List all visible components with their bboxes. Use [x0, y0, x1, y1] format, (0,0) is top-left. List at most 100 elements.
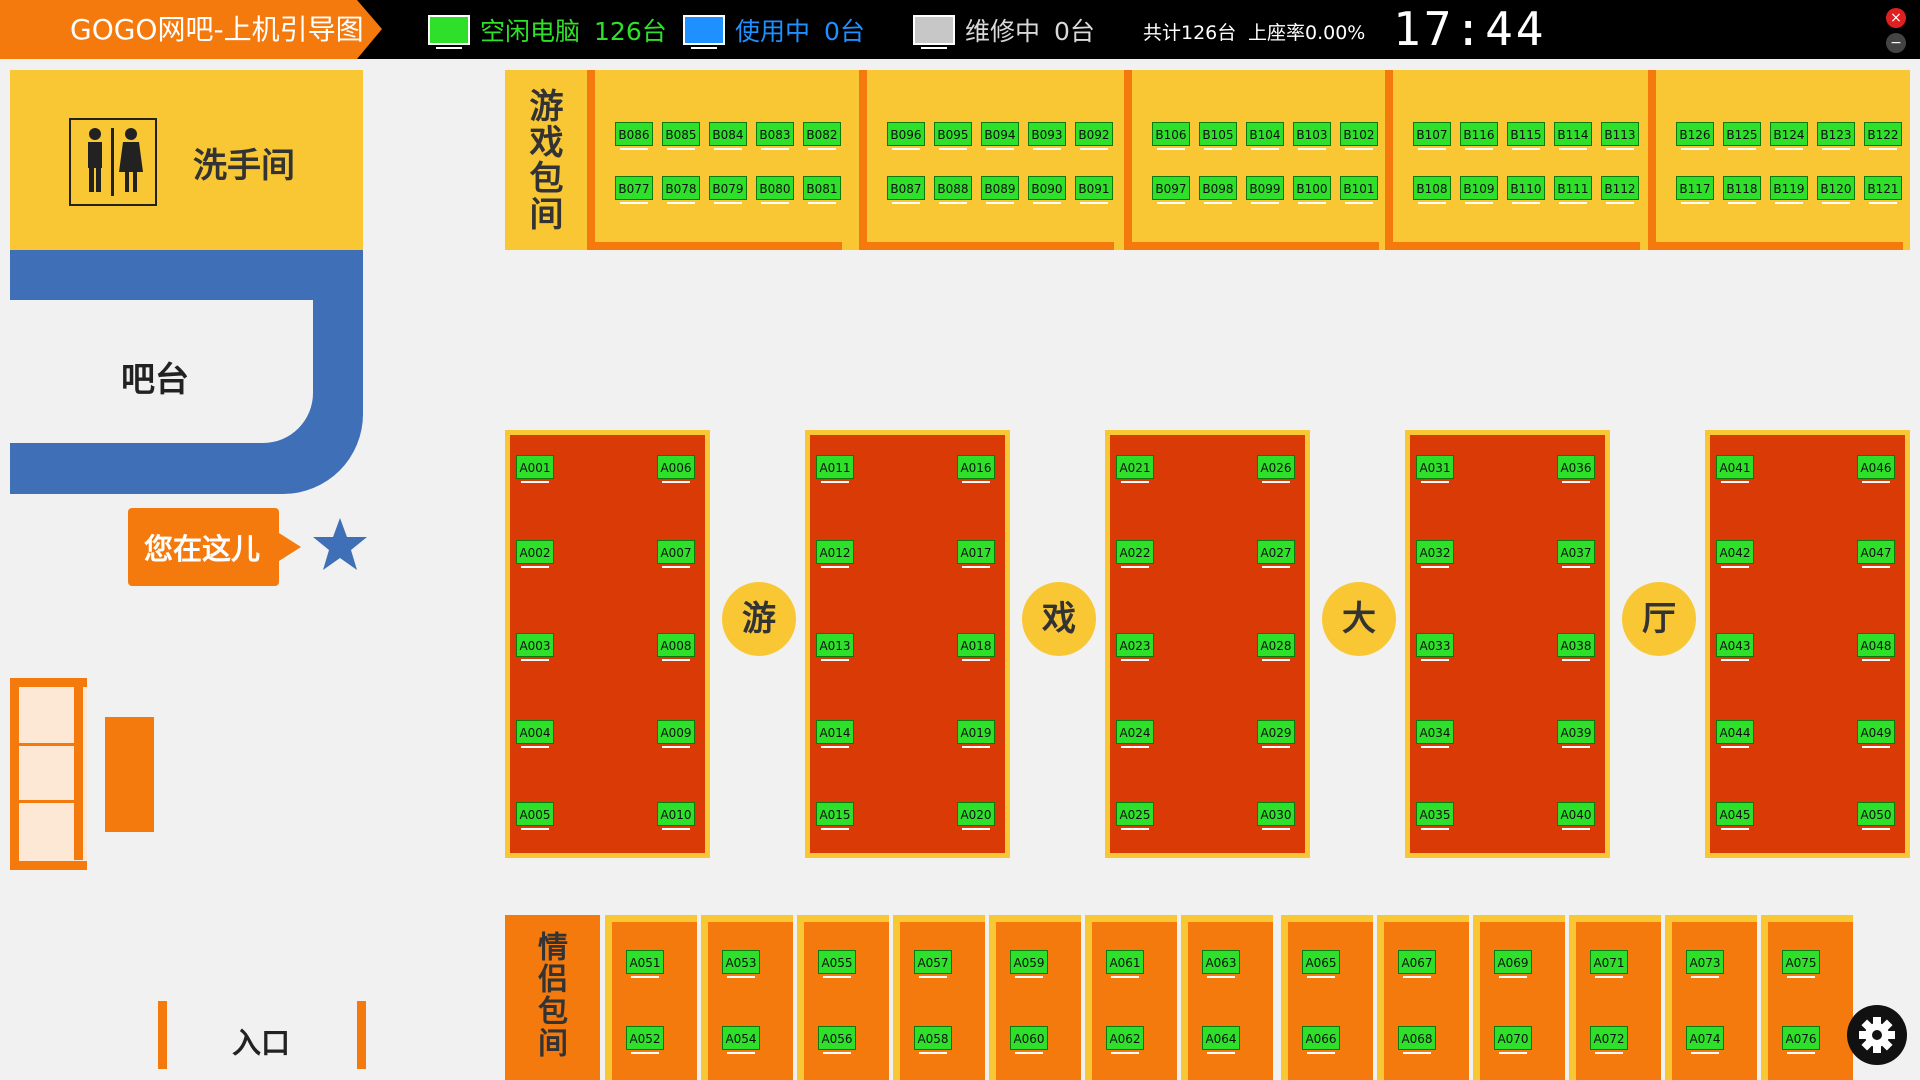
seat-button[interactable]: A036 — [1557, 455, 1595, 483]
seat-button[interactable]: A066 — [1302, 1026, 1340, 1054]
seat-button[interactable]: A039 — [1557, 720, 1595, 748]
seat-button[interactable]: B110 — [1507, 176, 1545, 204]
seat-button[interactable]: B102 — [1340, 122, 1378, 150]
seat-button[interactable]: B126 — [1676, 122, 1714, 150]
seat-button[interactable]: B116 — [1460, 122, 1498, 150]
seat-button[interactable]: A002 — [516, 540, 554, 568]
seat-button[interactable]: B097 — [1152, 176, 1190, 204]
seat-button[interactable]: A041 — [1716, 455, 1754, 483]
seat-button[interactable]: A018 — [957, 633, 995, 661]
seat-button[interactable]: A076 — [1782, 1026, 1820, 1054]
seat-button[interactable]: B120 — [1817, 176, 1855, 204]
seat-button[interactable]: A063 — [1202, 950, 1240, 978]
seat-button[interactable]: A028 — [1257, 633, 1295, 661]
seat-button[interactable]: A060 — [1010, 1026, 1048, 1054]
seat-button[interactable]: B090 — [1028, 176, 1066, 204]
seat-button[interactable]: A007 — [657, 540, 695, 568]
seat-button[interactable]: A051 — [626, 950, 664, 978]
seat-button[interactable]: A029 — [1257, 720, 1295, 748]
seat-button[interactable]: A020 — [957, 802, 995, 830]
minimize-button[interactable]: − — [1886, 33, 1906, 53]
seat-button[interactable]: B123 — [1817, 122, 1855, 150]
seat-button[interactable]: B096 — [887, 122, 925, 150]
seat-button[interactable]: A015 — [816, 802, 854, 830]
seat-button[interactable]: B095 — [934, 122, 972, 150]
seat-button[interactable]: A033 — [1416, 633, 1454, 661]
seat-button[interactable]: B081 — [803, 176, 841, 204]
seat-button[interactable]: A071 — [1590, 950, 1628, 978]
seat-button[interactable]: A031 — [1416, 455, 1454, 483]
seat-button[interactable]: B082 — [803, 122, 841, 150]
seat-button[interactable]: A049 — [1857, 720, 1895, 748]
seat-button[interactable]: A014 — [816, 720, 854, 748]
seat-button[interactable]: A058 — [914, 1026, 952, 1054]
seat-button[interactable]: A053 — [722, 950, 760, 978]
seat-button[interactable]: B112 — [1601, 176, 1639, 204]
seat-button[interactable]: B080 — [756, 176, 794, 204]
seat-button[interactable]: A021 — [1116, 455, 1154, 483]
seat-button[interactable]: A011 — [816, 455, 854, 483]
seat-button[interactable]: A026 — [1257, 455, 1295, 483]
seat-button[interactable]: A046 — [1857, 455, 1895, 483]
seat-button[interactable]: B107 — [1413, 122, 1451, 150]
seat-button[interactable]: A038 — [1557, 633, 1595, 661]
seat-button[interactable]: B087 — [887, 176, 925, 204]
seat-button[interactable]: A068 — [1398, 1026, 1436, 1054]
seat-button[interactable]: A037 — [1557, 540, 1595, 568]
seat-button[interactable]: B103 — [1293, 122, 1331, 150]
settings-button[interactable] — [1847, 1005, 1907, 1065]
seat-button[interactable]: A035 — [1416, 802, 1454, 830]
seat-button[interactable]: A074 — [1686, 1026, 1724, 1054]
seat-button[interactable]: B118 — [1723, 176, 1761, 204]
seat-button[interactable]: B111 — [1554, 176, 1592, 204]
seat-button[interactable]: A069 — [1494, 950, 1532, 978]
seat-button[interactable]: B077 — [615, 176, 653, 204]
seat-button[interactable]: A012 — [816, 540, 854, 568]
seat-button[interactable]: A016 — [957, 455, 995, 483]
seat-button[interactable]: B098 — [1199, 176, 1237, 204]
seat-button[interactable]: B101 — [1340, 176, 1378, 204]
seat-button[interactable]: A023 — [1116, 633, 1154, 661]
seat-button[interactable]: B093 — [1028, 122, 1066, 150]
seat-button[interactable]: B106 — [1152, 122, 1190, 150]
seat-button[interactable]: B094 — [981, 122, 1019, 150]
seat-button[interactable]: A072 — [1590, 1026, 1628, 1054]
seat-button[interactable]: B086 — [615, 122, 653, 150]
seat-button[interactable]: A056 — [818, 1026, 856, 1054]
seat-button[interactable]: B121 — [1864, 176, 1902, 204]
seat-button[interactable]: B125 — [1723, 122, 1761, 150]
seat-button[interactable]: B078 — [662, 176, 700, 204]
seat-button[interactable]: B108 — [1413, 176, 1451, 204]
seat-button[interactable]: A006 — [657, 455, 695, 483]
seat-button[interactable]: A070 — [1494, 1026, 1532, 1054]
seat-button[interactable]: A027 — [1257, 540, 1295, 568]
seat-button[interactable]: B109 — [1460, 176, 1498, 204]
seat-button[interactable]: B092 — [1075, 122, 1113, 150]
seat-button[interactable]: A057 — [914, 950, 952, 978]
seat-button[interactable]: B099 — [1246, 176, 1284, 204]
seat-button[interactable]: B083 — [756, 122, 794, 150]
seat-button[interactable]: A009 — [657, 720, 695, 748]
seat-button[interactable]: A017 — [957, 540, 995, 568]
seat-button[interactable]: A004 — [516, 720, 554, 748]
seat-button[interactable]: A045 — [1716, 802, 1754, 830]
seat-button[interactable]: A003 — [516, 633, 554, 661]
seat-button[interactable]: A062 — [1106, 1026, 1144, 1054]
seat-button[interactable]: A061 — [1106, 950, 1144, 978]
seat-button[interactable]: A050 — [1857, 802, 1895, 830]
seat-button[interactable]: A048 — [1857, 633, 1895, 661]
seat-button[interactable]: B079 — [709, 176, 747, 204]
seat-button[interactable]: B114 — [1554, 122, 1592, 150]
seat-button[interactable]: B105 — [1199, 122, 1237, 150]
seat-button[interactable]: A073 — [1686, 950, 1724, 978]
seat-button[interactable]: B115 — [1507, 122, 1545, 150]
seat-button[interactable]: A075 — [1782, 950, 1820, 978]
close-button[interactable]: × — [1886, 8, 1906, 28]
seat-button[interactable]: A067 — [1398, 950, 1436, 978]
seat-button[interactable]: B119 — [1770, 176, 1808, 204]
seat-button[interactable]: A064 — [1202, 1026, 1240, 1054]
seat-button[interactable]: A005 — [516, 802, 554, 830]
seat-button[interactable]: B100 — [1293, 176, 1331, 204]
seat-button[interactable]: A010 — [657, 802, 695, 830]
seat-button[interactable]: B085 — [662, 122, 700, 150]
